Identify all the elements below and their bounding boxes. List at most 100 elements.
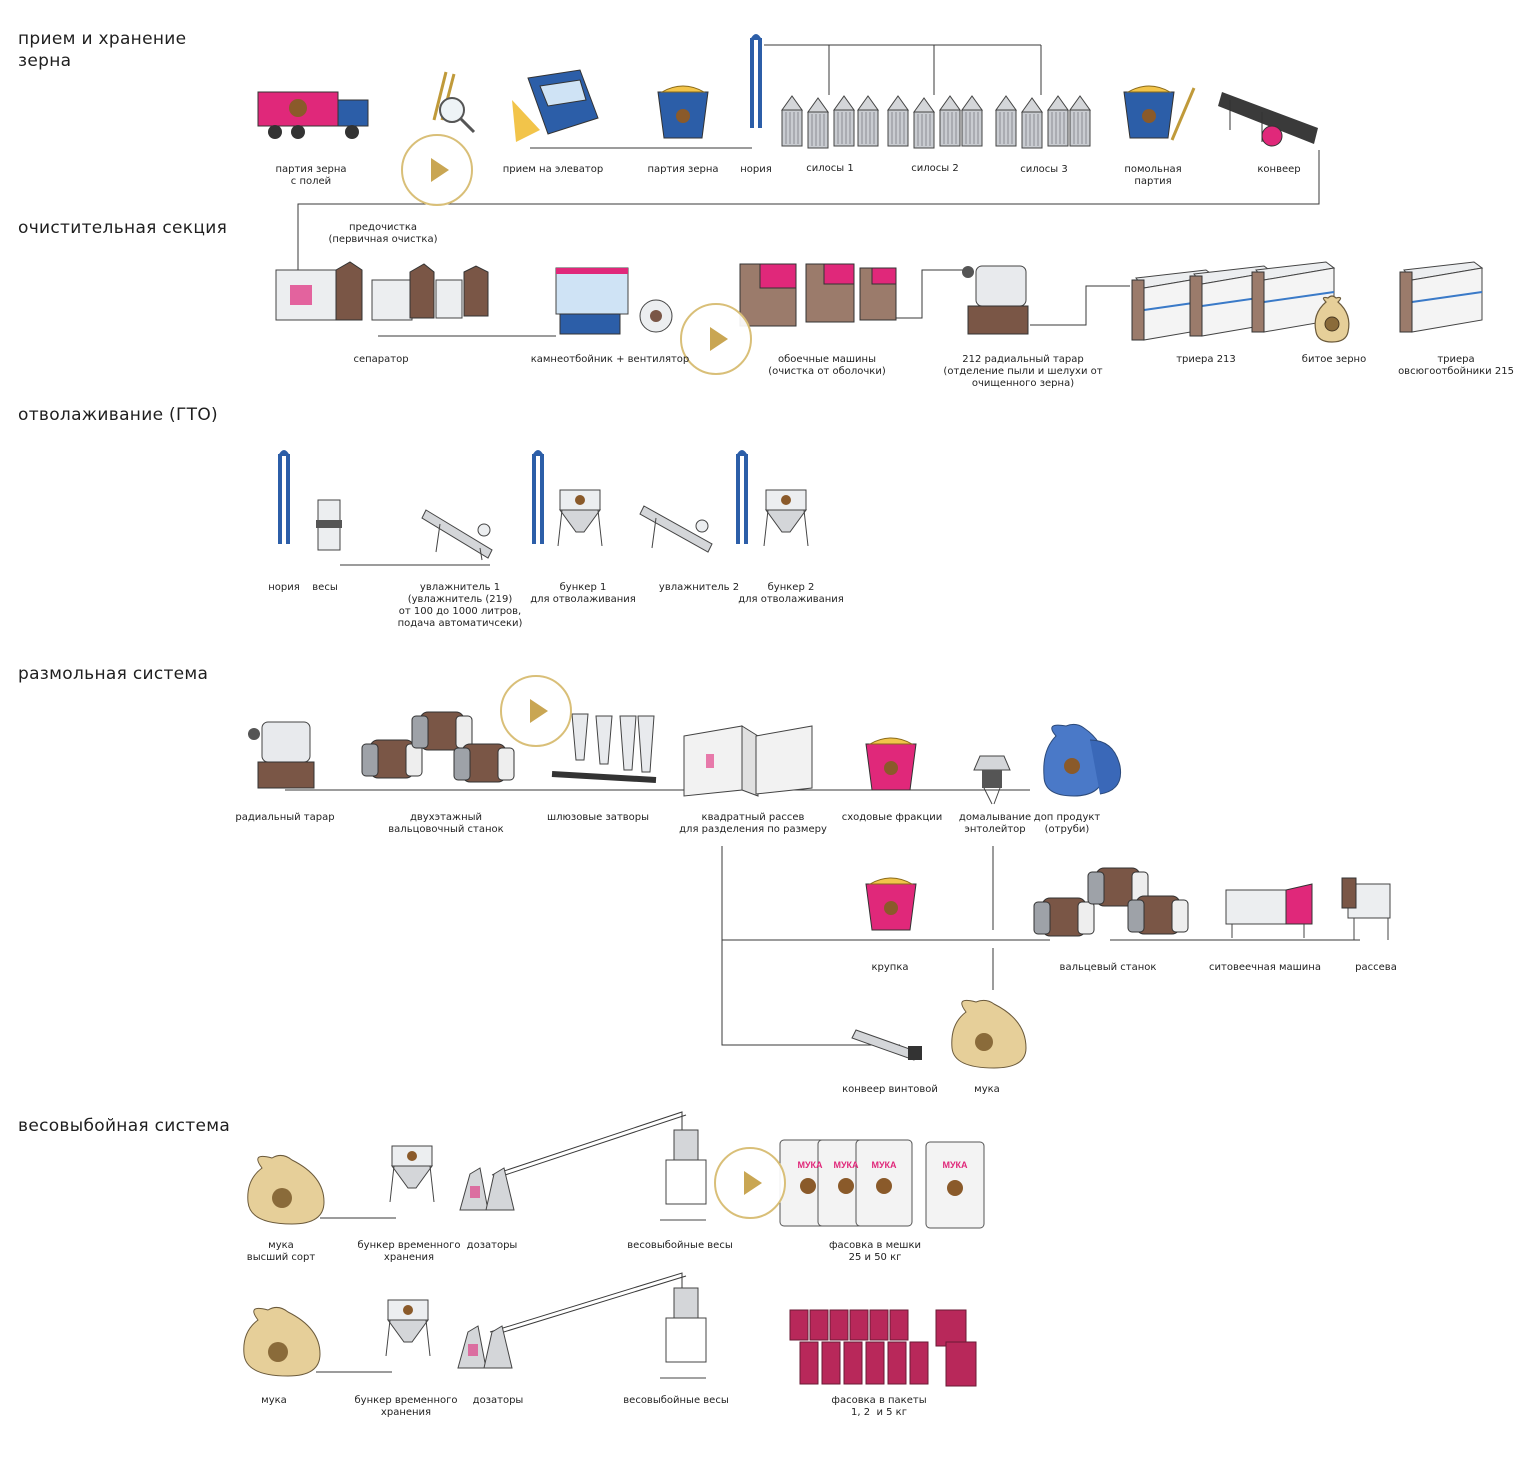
sack-icon: [243, 1306, 321, 1377]
label-elevator-intake: прием на элеватор: [502, 164, 604, 175]
label-flour-2: мука: [261, 1395, 287, 1406]
grain-bin-icon: [865, 877, 917, 931]
dump-truck-icon: [512, 69, 599, 142]
play-video-button-cleaning[interactable]: [680, 303, 752, 375]
aspirator-icon: [962, 265, 1029, 335]
flour-packet-icon: [789, 1309, 977, 1387]
bag-brand: МУКА: [797, 1160, 823, 1170]
play-icon: [431, 158, 449, 182]
label-bags: фасовка в мешки 25 и 50 кг: [829, 1240, 921, 1263]
flour-bag-icon: МУКА МУКА МУКА МУКА: [779, 1139, 985, 1229]
label-flour: мука: [974, 1084, 1000, 1095]
aspirator-icon: [248, 721, 315, 789]
noria-icon: [736, 450, 748, 544]
destoner-icon: [555, 267, 629, 335]
packing-scale-icon: [660, 1287, 707, 1379]
label-moistener-2: увлажнитель 2: [658, 582, 740, 593]
label-airlocks: шлюзовые затворы: [546, 812, 650, 823]
label-temp-bunker-1: бункер временного хранения: [357, 1240, 461, 1263]
conveyor-icon: [1218, 92, 1318, 147]
entoleter-icon: [973, 755, 1011, 805]
label-destoner: камнеотбойник + вентилятор: [530, 354, 690, 365]
bunker-icon: [385, 1299, 431, 1357]
label-noria-2: нория: [268, 582, 300, 593]
purifier-icon: [1225, 883, 1313, 938]
silo-icon: [781, 95, 1091, 149]
play-video-button-packing[interactable]: [714, 1147, 786, 1219]
roller-mill-icon: [361, 711, 515, 783]
label-dosers-2: дозаторы: [472, 1395, 524, 1406]
section-title-milling: размольная система: [18, 664, 209, 684]
plansifter-icon: [683, 725, 813, 797]
doser-icon: [457, 1325, 513, 1369]
label-plansifter: квадратный рассев для разделения по разм…: [679, 812, 827, 835]
screw-conveyor-icon: [851, 1029, 922, 1061]
label-packets: фасовка в пакеты 1, 2 и 5 кг: [831, 1395, 927, 1418]
scale-icon: [316, 499, 342, 551]
noria-icon: [278, 450, 290, 544]
sack-icon: [1043, 723, 1122, 797]
magnifier-wheat-icon: [432, 71, 476, 134]
roller-mill-icon: [1033, 867, 1189, 937]
label-bunker-1: бункер 1 для отволаживания: [530, 582, 636, 605]
separator-icon: [275, 261, 489, 321]
truck-icon: [257, 91, 369, 139]
label-conveyor: конвеер: [1257, 164, 1301, 175]
moistener-icon: [421, 509, 493, 561]
label-screw-conveyor: конвеер винтовой: [842, 1084, 938, 1095]
section-title-receiving: прием и хранение зерна: [18, 29, 187, 71]
section-title-tempering: отволаживание (ГТО): [18, 405, 218, 425]
grain-bin-icon: [865, 737, 917, 791]
label-trier-215: триера овсюгоотбойники 215: [1398, 354, 1514, 377]
label-entoleter: домалывание энтолейтор: [958, 812, 1032, 835]
label-dosers-1: дозаторы: [466, 1240, 518, 1251]
label-aspirator: 212 радиальный тарар (отделение пыли и ш…: [943, 354, 1103, 389]
label-radial-aspirator: радиальный тарар: [235, 812, 335, 823]
label-precleaning: предочистка (первичная очистка): [328, 222, 438, 245]
sack-icon: [951, 999, 1027, 1069]
label-roller-mill: вальцевый станок: [1059, 962, 1157, 973]
label-moistener-1: увлажнитель 1 (увлажнитель (219) от 100 …: [397, 582, 523, 629]
sack-icon: [247, 1154, 325, 1225]
bunker-icon: [389, 1145, 435, 1203]
bunker-icon: [763, 489, 809, 547]
label-groats: крупка: [871, 962, 909, 973]
label-silos-1: силосы 1: [806, 163, 854, 174]
airlock-icon: [551, 713, 657, 783]
noria-icon: [532, 450, 544, 544]
label-packing-scales-2: весовыбойные весы: [623, 1395, 729, 1406]
wheat-icon: [1170, 87, 1196, 141]
play-icon: [530, 699, 548, 723]
play-video-button-receiving[interactable]: [401, 134, 473, 206]
label-noria-1: нория: [740, 164, 772, 175]
bag-brand: МУКА: [833, 1160, 859, 1170]
bag-brand: МУКА: [942, 1160, 968, 1170]
label-bunker-2: бункер 2 для отволаживания: [738, 582, 844, 605]
bag-brand: МУКА: [871, 1160, 897, 1170]
label-broken-grain: битое зерно: [1301, 354, 1367, 365]
section-title-packing: весовыбойная система: [18, 1116, 231, 1136]
label-sifters: рассева: [1355, 962, 1397, 973]
label-byproduct: доп продукт (отруби): [1033, 812, 1101, 835]
scourer-icon: [739, 263, 897, 327]
bunker-icon: [557, 489, 603, 547]
label-scourer: обоечные машины (очистка от оболочки): [768, 354, 886, 377]
label-flour-premium: мука высший сорт: [246, 1240, 316, 1263]
sifter-icon: [1341, 877, 1391, 940]
label-tailings: сходовые фракции: [841, 812, 943, 823]
doser-icon: [459, 1167, 515, 1211]
section-title-cleaning: очистительная секция: [18, 218, 228, 238]
label-truck: партия зерна с полей: [275, 164, 347, 187]
play-video-button-milling[interactable]: [500, 675, 572, 747]
label-separator: сепаратор: [353, 354, 409, 365]
packing-scale-icon: [660, 1129, 707, 1221]
label-packing-scales-1: весовыбойные весы: [627, 1240, 733, 1251]
label-double-mill: двухэтажный вальцовочный станок: [388, 812, 504, 835]
fan-icon: [639, 299, 673, 333]
grain-bin-icon: [657, 85, 709, 139]
grain-bin-icon: [1123, 85, 1175, 139]
label-purifier: ситовеечная машина: [1209, 962, 1321, 973]
label-batch: партия зерна: [647, 164, 719, 175]
label-silos-3: силосы 3: [1020, 164, 1068, 175]
